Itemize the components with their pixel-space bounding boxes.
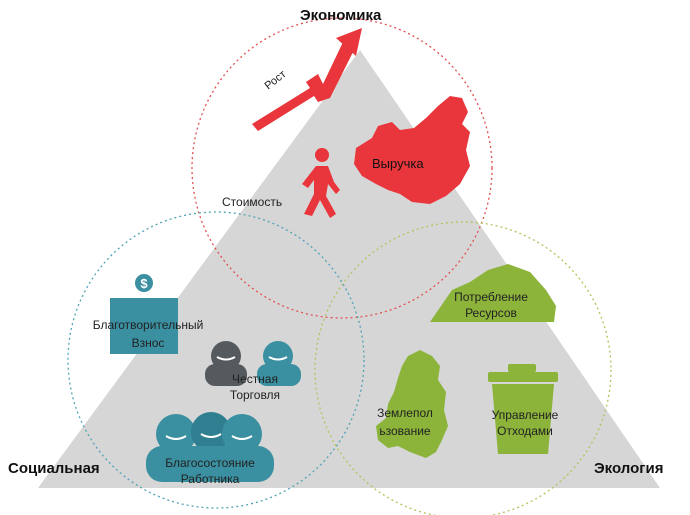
land-use-label: Землепол ьзование bbox=[377, 406, 433, 438]
ecology-title: Экология bbox=[594, 460, 664, 477]
social-circle bbox=[67, 211, 365, 509]
wellbeing-label: Благосостояние Работника bbox=[165, 456, 255, 486]
waste-label: Управление Отходами bbox=[491, 408, 559, 438]
land-map-icon bbox=[376, 350, 448, 458]
employee-group-icon bbox=[146, 412, 274, 482]
people-icon bbox=[205, 341, 301, 386]
ecology-circle bbox=[314, 221, 612, 515]
growth-arrow-icon bbox=[252, 28, 362, 131]
china-map-icon bbox=[354, 96, 470, 204]
resource-pile-icon bbox=[430, 264, 556, 322]
economy-title: Экономика bbox=[300, 7, 382, 24]
waste-bin-icon bbox=[488, 364, 558, 454]
svg-text:$: $ bbox=[140, 276, 148, 291]
cost-label: Стоимость bbox=[222, 195, 283, 209]
person-walking-icon bbox=[302, 148, 340, 218]
resources-label: Потребление Ресурсов bbox=[454, 290, 528, 320]
revenue-label: Выручка bbox=[372, 156, 424, 171]
social-title: Социальная bbox=[8, 460, 100, 477]
economy-circle bbox=[191, 17, 493, 319]
donation-label: Благотворительный Взнос bbox=[92, 318, 204, 350]
donation-box-icon: $ bbox=[110, 274, 178, 354]
fair-trade-label: Честная Торговля bbox=[229, 372, 281, 402]
